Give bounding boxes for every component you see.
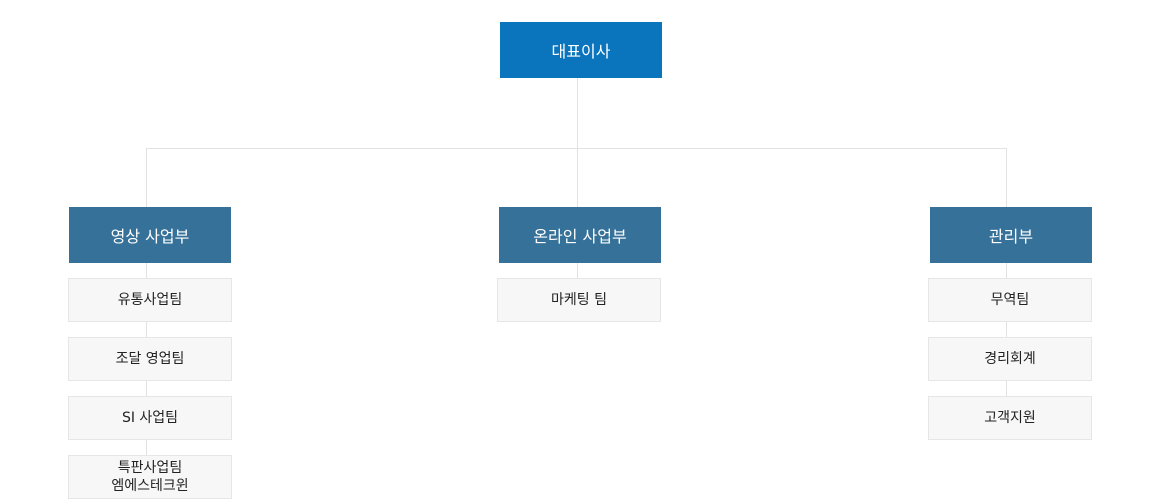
team-accounting: 경리회계	[928, 337, 1092, 381]
connector-left-down	[146, 148, 147, 207]
team-distribution: 유통사업팀	[68, 278, 232, 322]
team-label: 유통사업팀	[117, 292, 183, 308]
team-label-line-1: 특판사업팀	[117, 460, 183, 476]
team-label-line-2: 엠에스테크윈	[111, 478, 189, 494]
team-customer-support: 고객지원	[928, 396, 1092, 440]
ceo-label: 대표이사	[551, 42, 611, 61]
connector-horizontal	[146, 148, 1007, 149]
team-label: SI 사업팀	[121, 410, 179, 426]
connector-center-teams	[577, 263, 578, 278]
team-procurement-sales: 조달 영업팀	[68, 337, 232, 381]
dept-online-label: 온라인 사업부	[533, 227, 627, 246]
team-label: 조달 영업팀	[115, 351, 185, 367]
connector-right-down	[1006, 148, 1007, 207]
dept-online-box: 온라인 사업부	[499, 207, 661, 263]
dept-video-box: 영상 사업부	[69, 207, 231, 263]
dept-admin-box: 관리부	[930, 207, 1092, 263]
ceo-box: 대표이사	[500, 22, 662, 78]
connector-right-teams	[1006, 263, 1007, 396]
team-si-business: SI 사업팀	[68, 396, 232, 440]
dept-video-label: 영상 사업부	[110, 227, 190, 246]
team-special-sales: 특판사업팀 엠에스테크윈	[68, 455, 232, 499]
team-label: 경리회계	[984, 351, 1036, 367]
team-label: 마케팅 팀	[551, 292, 607, 308]
team-label: 고객지원	[984, 410, 1036, 426]
connector-ceo-down	[577, 78, 578, 207]
dept-admin-label: 관리부	[988, 227, 1034, 246]
team-marketing: 마케팅 팀	[497, 278, 661, 322]
team-label: 무역팀	[990, 292, 1030, 308]
team-trade: 무역팀	[928, 278, 1092, 322]
